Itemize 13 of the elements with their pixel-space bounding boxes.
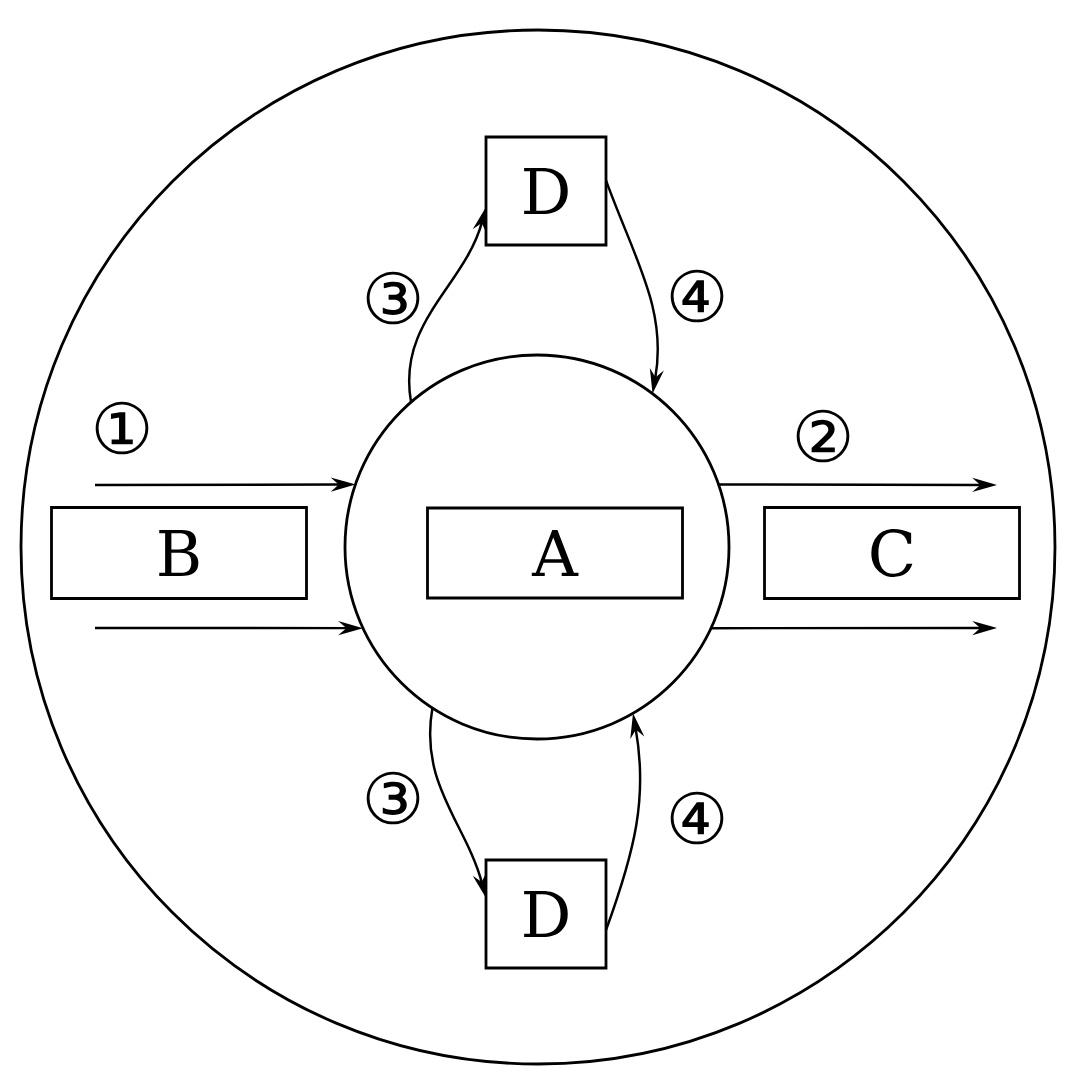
letter-box: A (426, 506, 684, 600)
letter-box: D (484, 135, 608, 247)
letter-box: D (484, 858, 608, 970)
letter-box: B (50, 506, 308, 600)
edge-label: ④ (670, 269, 724, 323)
edge-label: ③ (366, 771, 420, 825)
circle-outline (19, 28, 1057, 1066)
edge-label: ④ (670, 791, 724, 845)
letter-box: C (763, 506, 1021, 600)
edge-label: ② (796, 409, 850, 463)
edge-label: ① (95, 401, 149, 455)
edge-label: ③ (366, 271, 420, 325)
circle-outline (343, 353, 731, 741)
